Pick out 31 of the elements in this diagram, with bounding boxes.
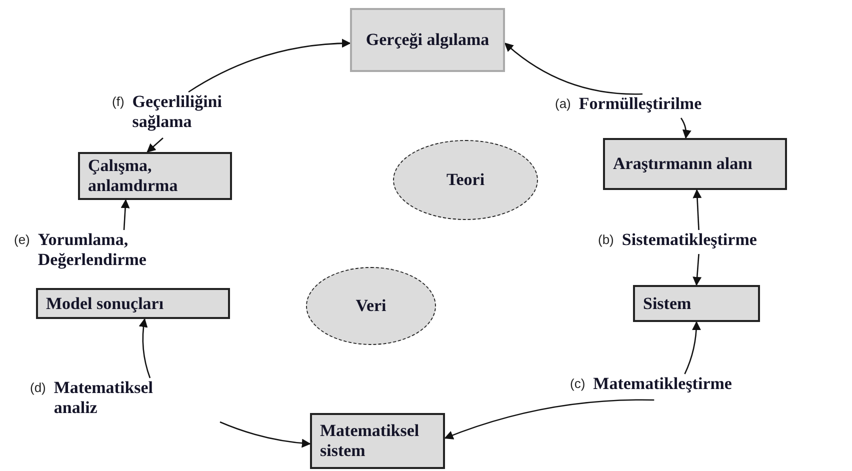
process-box: Model sonuçları: [36, 288, 230, 319]
arrow: [138, 318, 151, 378]
step-label: Matematiksel analiz: [54, 378, 154, 418]
ellipse-node: Veri: [306, 267, 436, 345]
process-box: Gerçeği algılama: [350, 8, 505, 72]
arrow: [444, 399, 654, 440]
arrow: [146, 138, 164, 153]
step-label: Sistematikleştirme: [622, 230, 758, 250]
process-box: Matematiksel sistem: [310, 413, 445, 469]
step-letter: (f): [112, 93, 124, 111]
step-letter: (a): [555, 95, 571, 113]
step-label: Matematikleştirme: [593, 374, 733, 394]
process-box: Çalışma, anlamdırma: [78, 152, 232, 200]
step-letter: (d): [30, 379, 46, 397]
arrow: [504, 42, 642, 95]
ellipse-node: Teori: [393, 140, 538, 220]
step-label: Yorumlama, Değerlendirme: [38, 230, 148, 270]
step-letter: (b): [598, 231, 614, 249]
arrow: [220, 421, 311, 448]
step-label: Formülleştirilme: [578, 94, 703, 114]
arrow: [680, 118, 692, 139]
arrow: [188, 38, 351, 93]
step-letter: (e): [14, 231, 30, 249]
arrow: [692, 189, 702, 230]
arrow: [692, 254, 702, 286]
arrow: [684, 321, 701, 374]
process-box: Sistem: [633, 285, 760, 322]
arrow: [120, 199, 130, 230]
step-letter: (c): [570, 375, 586, 393]
process-box: Araştırmanın alanı: [603, 138, 787, 190]
step-label: Geçerliliğini sağlama: [132, 92, 223, 132]
